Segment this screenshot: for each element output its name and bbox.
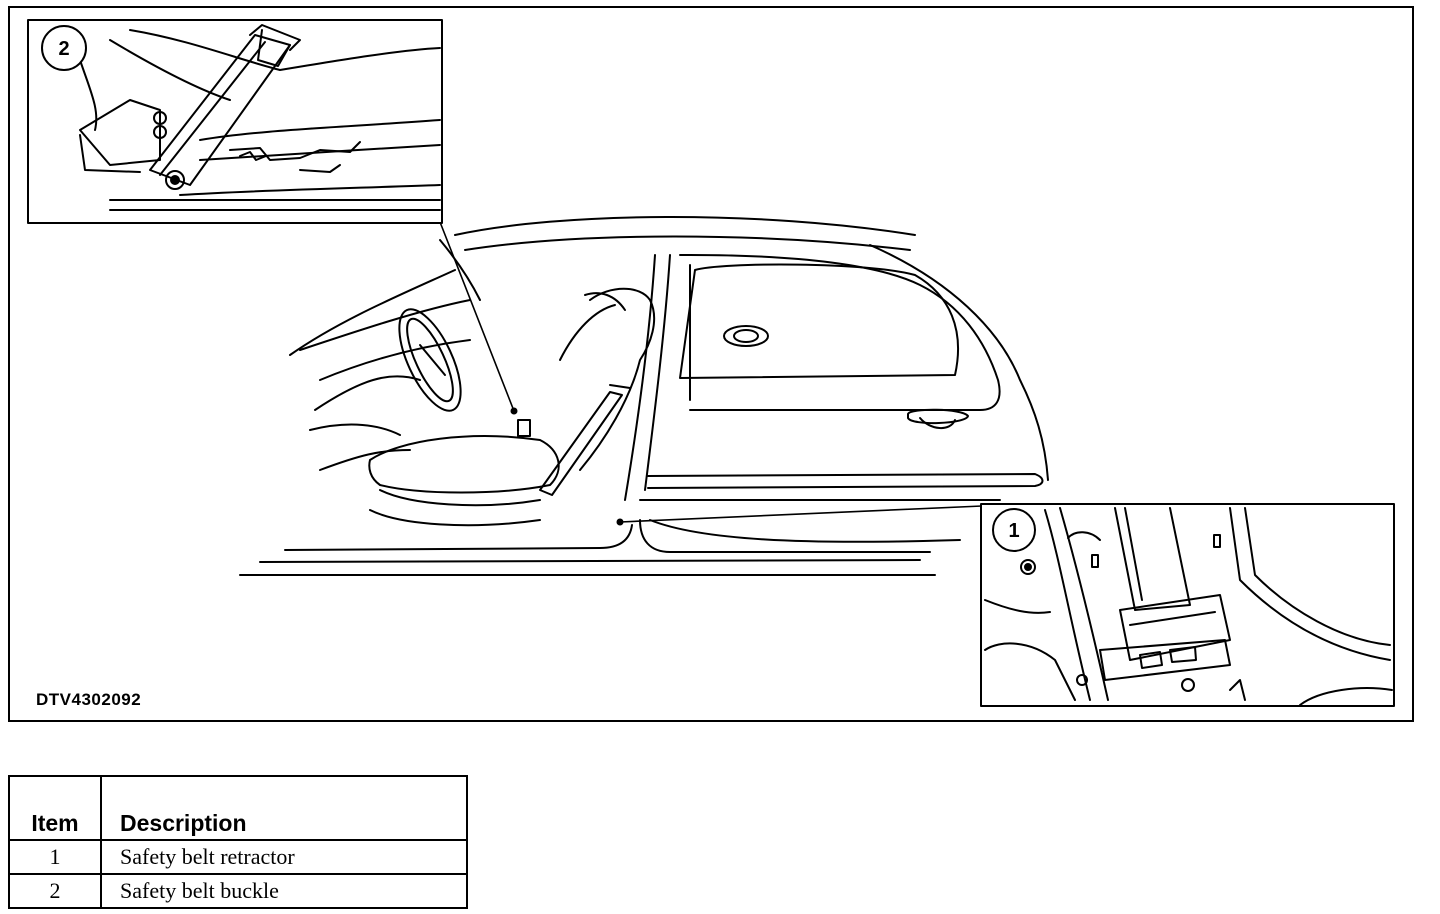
legend-table: Item Description 1 Safety belt retractor…	[8, 775, 468, 909]
table-row: 2 Safety belt buckle	[8, 873, 468, 909]
legend-cell-item: 1	[8, 839, 102, 875]
figure-frame	[8, 6, 1414, 722]
legend-cell-item: 2	[8, 873, 102, 909]
callout-2-label: 2	[58, 38, 69, 60]
figure-id: DTV4302092	[36, 690, 142, 709]
legend-cell-description: Safety belt buckle	[100, 873, 468, 909]
callout-1-label: 1	[1008, 520, 1019, 542]
legend-header-item: Item	[8, 775, 102, 841]
legend-header-description: Description	[100, 775, 468, 841]
table-row: 1 Safety belt retractor	[8, 839, 468, 875]
legend-header-row: Item Description	[8, 775, 468, 841]
inset-buckle: 2	[27, 19, 443, 224]
legend-cell-description: Safety belt retractor	[100, 839, 468, 875]
vehicle-body	[239, 216, 1049, 576]
inset-retractor: 1	[980, 503, 1395, 707]
